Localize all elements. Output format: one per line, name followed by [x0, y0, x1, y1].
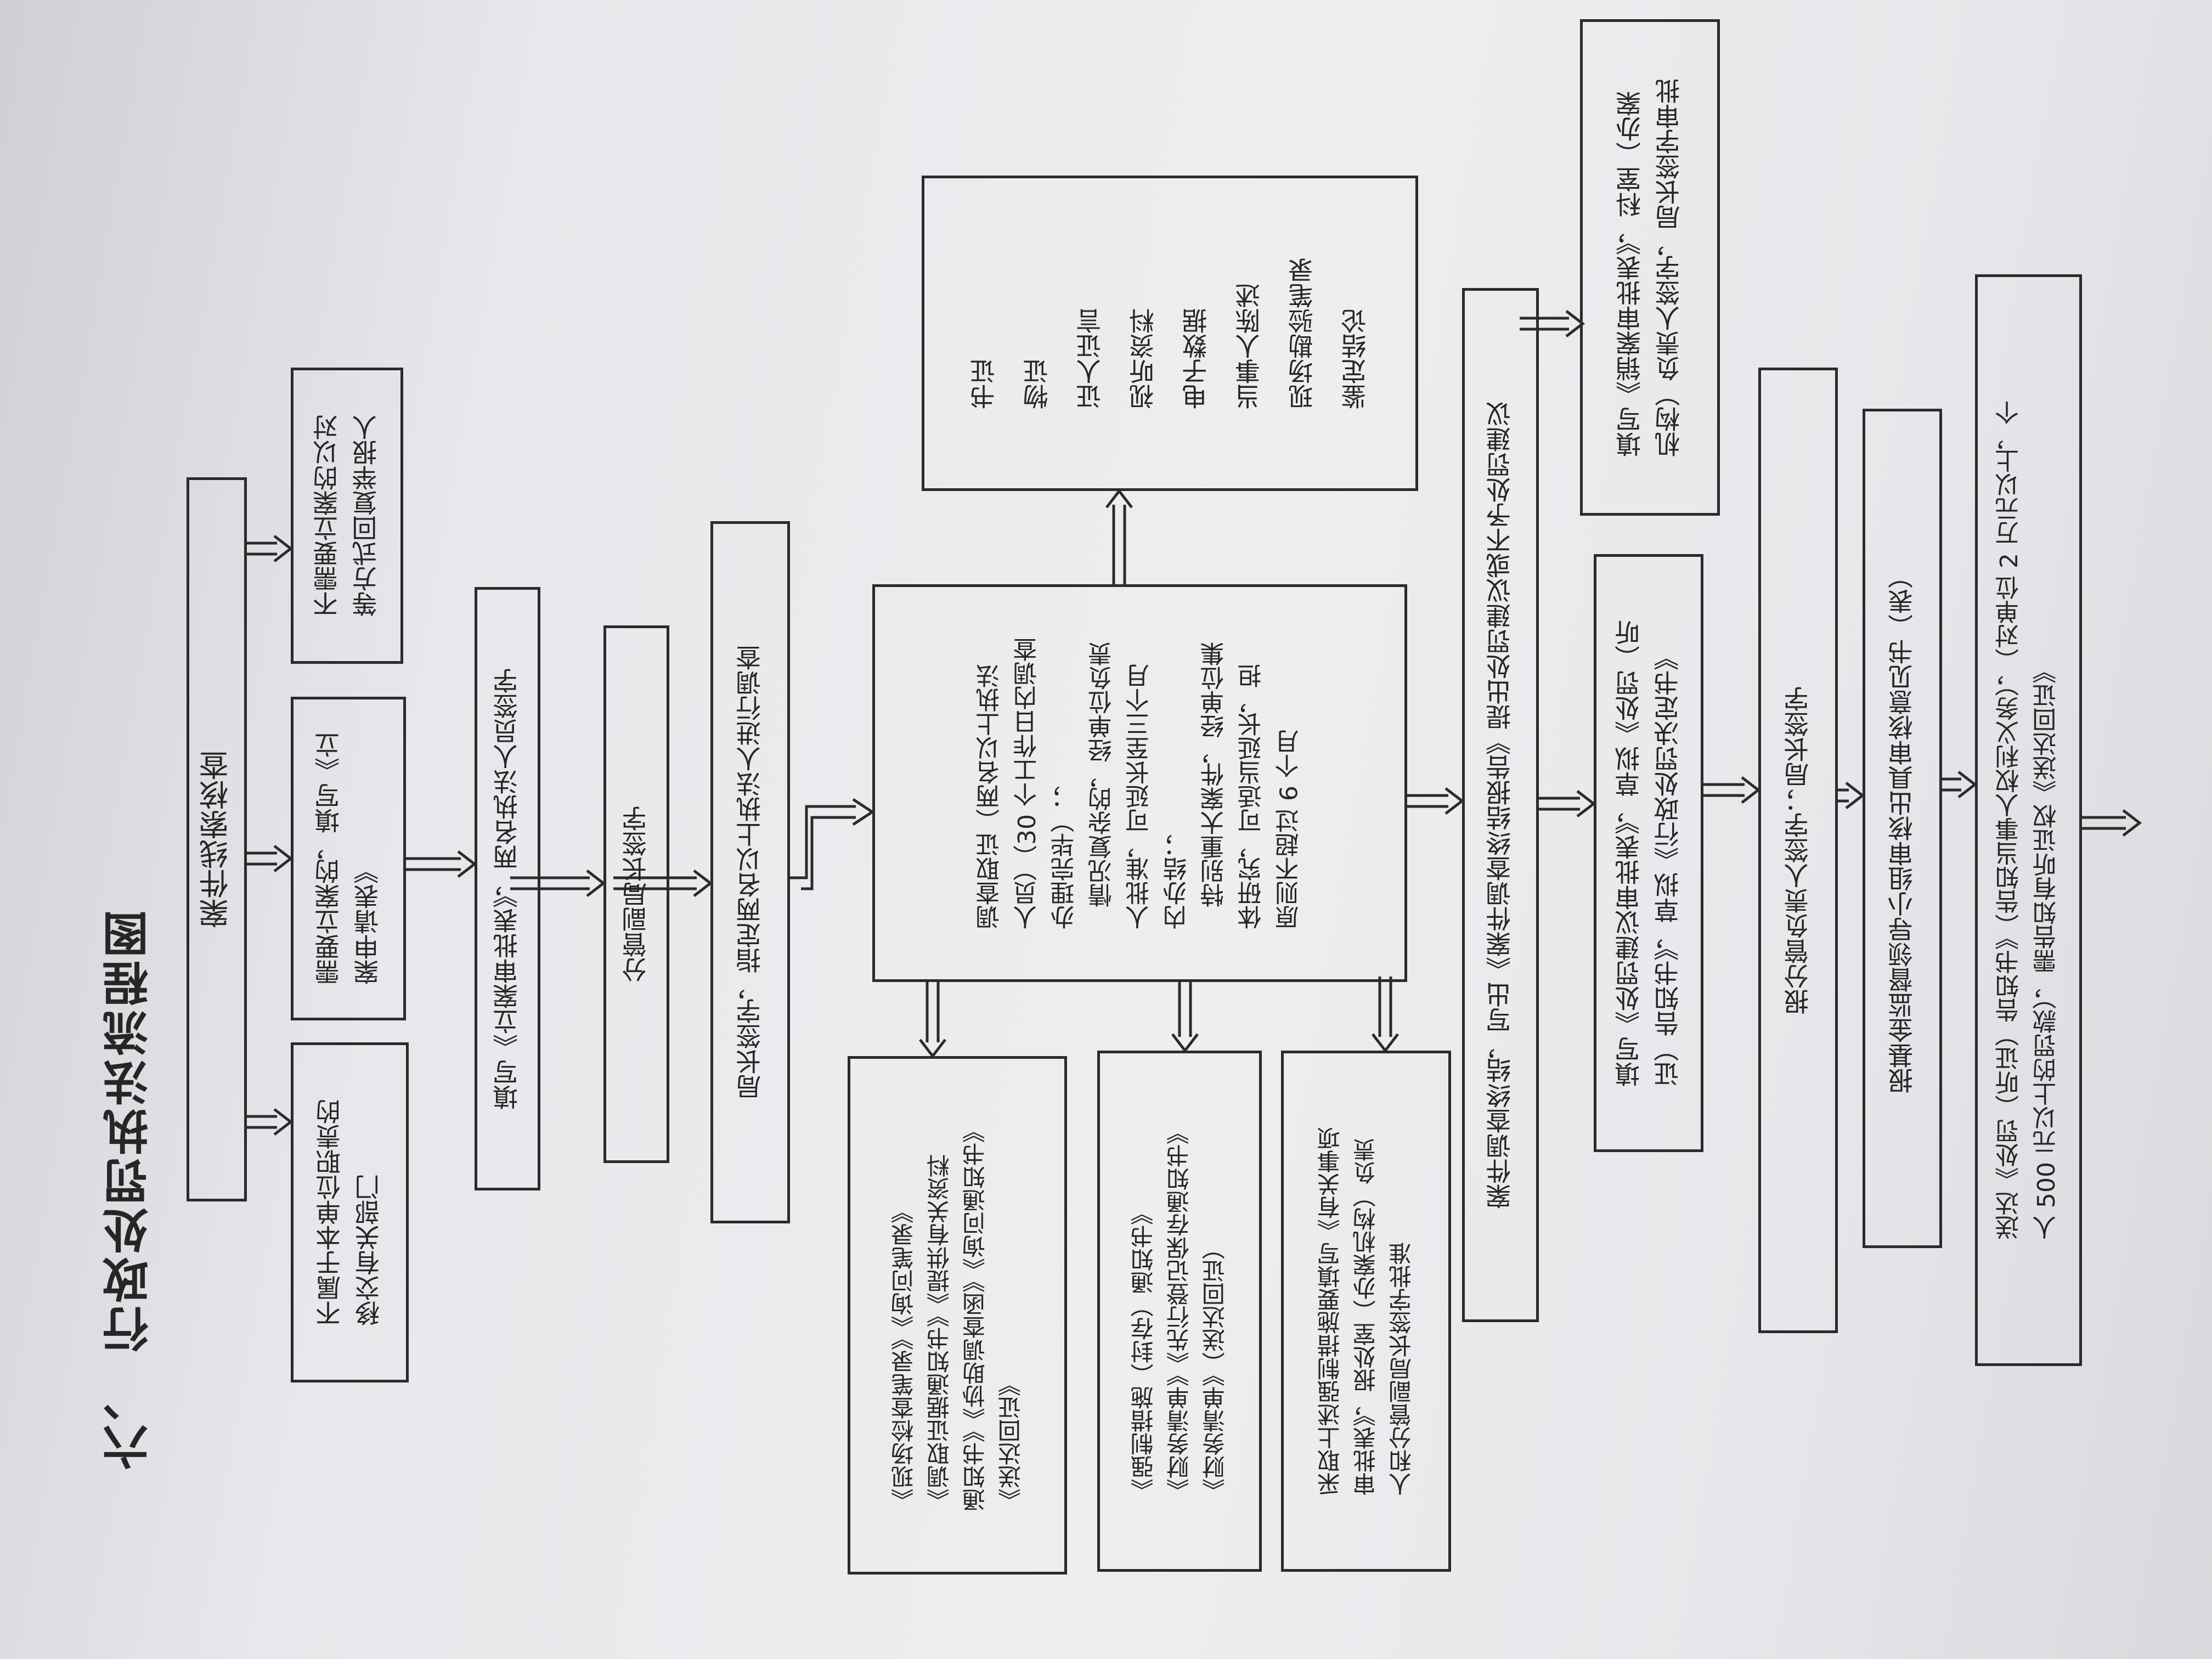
not-our-duty-line-2: 移交有关部门	[354, 1175, 384, 1326]
coercive-approval-box: 采取上述强制措施要填写《有关事项 审批表》，报处室（办案机构）负责 人和分管副局…	[1281, 1051, 1451, 1572]
evidence-electronic: 电子数据	[1181, 308, 1211, 409]
not-our-duty-box: 不属于本单位职责的 移交有关部门	[291, 1042, 409, 1383]
investigation-line-9: 原则不超过 6 个月	[1275, 729, 1304, 929]
no-penalty-text: 填写《销案审批表》，科室（办案 机构）负责人签字，局长签字审批	[1611, 78, 1689, 457]
investigation-line-8: 体研究，可适当延长，担	[1237, 663, 1266, 929]
coercive-approval-line-1: 采取上述强制措施要填写《有关事项	[1317, 1127, 1344, 1496]
director-assign-box: 局长签字，指定两名以上执法人进行调查	[710, 521, 790, 1223]
not-our-duty-text: 不属于本单位职责的 移交有关部门	[311, 1099, 389, 1326]
arrow-to-need-file	[246, 845, 294, 872]
arrow-to-docs-coercive	[1171, 982, 1199, 1053]
case-end-box: 案件调查终结，写出《案件调查终结报告》提出处罚建议或不予处罚建议	[1462, 288, 1539, 1322]
arrow-to-coercive-approval	[1372, 977, 1399, 1053]
docs-coercive-text: 《强制措施（封存）通知书》 《财务清单》《先行登记保存通知书》 《财务清单》（送…	[1126, 1121, 1233, 1502]
case-end-text: 案件调查终结，写出《案件调查终结报告》提出处罚建议或不予处罚建议	[1485, 401, 1515, 1209]
docs-inspection-line-1: 《现场检查笔录》《询问笔录》	[890, 1200, 917, 1511]
evidence-wuzheng: 物证	[1022, 358, 1052, 409]
investigation-line-5: 人批准，可延长至三个月	[1125, 663, 1154, 929]
arrow-to-not-our-duty	[246, 1108, 294, 1136]
evidence-shuzheng: 书证	[969, 358, 1000, 409]
fill-approval-text: 填写《立案审批表》，两名执法人员签字	[492, 668, 522, 1110]
no-penalty-box: 填写《销案审批表》，科室（办案 机构）负责人签字，局长签字审批	[1580, 19, 1720, 516]
arrow-to-delivery	[1942, 771, 1978, 798]
investigation-box: 调查取证（两名以上执法 人员）（30 个工作日内调查 办理完毕）； 情况复杂的，…	[872, 584, 1407, 982]
arrow-to-no-penalty	[1520, 310, 1585, 337]
evidence-types-text: 书证 物证 证人证言 视听资料 电子数据 当事人陈述 现场勘验笔录 鉴定结论	[958, 258, 1382, 409]
deputy-sign-text: 分管副局长签字	[621, 806, 651, 983]
investigation-line-7: 特别重大案件，经单位集	[1200, 641, 1228, 907]
need-file-text: 需要立案的，填写《立 案申请表》	[309, 732, 388, 985]
supervision-text: 报基金监督领导小组审核出具审核意见书（表）	[1887, 563, 1917, 1093]
arrow-to-supervision	[1838, 782, 1865, 809]
docs-inspection-line-3: 通知书》《协助调查函》《询问通知书》	[962, 1119, 989, 1511]
investigation-line-2: 人员）（30 个工作日内调查	[1013, 637, 1041, 929]
investigation-line-4: 情况复杂的，经单位负责	[1088, 641, 1116, 907]
docs-coercive-line-1: 《强制措施（封存）通知书》	[1130, 1201, 1158, 1502]
arrow-to-penalty-docs	[1539, 790, 1596, 817]
arrow-to-no-need-file	[246, 535, 294, 562]
case-clue-box: 案件线索核查	[187, 477, 247, 1201]
need-file-box: 需要立案的，填写《立 案申请表》	[291, 697, 406, 1020]
no-need-file-line-1: 不需要立案的以对	[312, 415, 342, 617]
fill-approval-box: 填写《立案审批表》，两名执法人员签字	[475, 587, 540, 1190]
arrow-to-evidence	[1105, 488, 1133, 584]
docs-coercive-line-2: 《财务清单》《先行登记保存通知书》	[1166, 1121, 1193, 1502]
evidence-party-statement: 当事人陈述	[1234, 283, 1265, 409]
docs-coercive-line-3: 《财务清单》（送达回证）	[1201, 1236, 1229, 1502]
arrow-final	[2082, 809, 2142, 837]
need-file-line-2: 案申请表》	[353, 859, 382, 985]
case-clue-text: 案件线索核查	[199, 751, 234, 928]
delivery-line-1: 送达《处罚（听证）告知书》（告知当事人权利义务），（对单位 2 万元以上，个	[1995, 400, 2024, 1240]
docs-inspection-line-4: 《送达回证》	[997, 1373, 1025, 1511]
arrow-to-investigation	[790, 798, 875, 890]
report-sign-box: 报分管负责人签字；局长签字	[1758, 368, 1838, 1333]
coercive-approval-line-3: 人和分管副局长签字批准	[1388, 1242, 1415, 1496]
not-our-duty-line-1: 不属于本单位职责的	[315, 1099, 345, 1326]
arrow-to-fill-approval	[403, 850, 477, 878]
coercive-approval-line-2: 审批表》，报处室（办案机构）负责	[1352, 1138, 1380, 1496]
no-need-file-text: 不需要立案的以对 等方式回复举报人	[308, 415, 386, 617]
delivery-line-2: 人 500 元以上的罚款），需告知有听证权《送达回证》	[2033, 659, 2061, 1240]
arrow-to-case-end	[1407, 787, 1465, 815]
docs-inspection-line-2: 《调取证据通知书》《提供有关资料	[926, 1154, 953, 1511]
penalty-docs-line-2: 证）告知书》，草拟《行政处罚决定书》	[1653, 645, 1683, 1087]
report-sign-text: 报分管负责人签字；局长签字	[1782, 686, 1813, 1014]
evidence-witness: 证人证言	[1075, 308, 1105, 409]
coercive-approval-text: 采取上述强制措施要填写《有关事项 审批表》，报处室（办案机构）负责 人和分管副局…	[1312, 1127, 1419, 1496]
penalty-docs-line-1: 填写《处罚建议审批表》，草拟《处罚（听	[1613, 619, 1644, 1087]
evidence-inspection-record: 现场勘验笔录	[1287, 257, 1317, 409]
evidence-audiovisual: 视听资料	[1128, 308, 1158, 409]
delivery-text: 送达《处罚（听证）告知书》（告知当事人权利义务），（对单位 2 万元以上，个 人…	[1991, 400, 2066, 1240]
arrow-to-report-sign	[1701, 776, 1761, 804]
need-file-line-1: 需要立案的，填写《立	[313, 732, 343, 985]
director-assign-text: 局长签字，指定两名以上执法人进行调查	[735, 645, 765, 1099]
arrow-to-docs-inspection	[919, 982, 946, 1059]
evidence-appraisal: 鉴定结论	[1340, 308, 1370, 409]
investigation-text: 调查取证（两名以上执法 人员）（30 个工作日内调查 办理完毕）； 情况复杂的，…	[972, 637, 1308, 929]
no-need-file-box: 不需要立案的以对 等方式回复举报人	[291, 368, 403, 664]
investigation-line-6: 内办结；	[1163, 832, 1191, 929]
no-penalty-line-1: 填写《销案审批表》，科室（办案	[1615, 91, 1645, 457]
penalty-docs-text: 填写《处罚建议审批表》，草拟《处罚（听 证）告知书》，草拟《行政处罚决定书》	[1610, 620, 1688, 1087]
evidence-types-box: 书证 物证 证人证言 视听资料 电子数据 当事人陈述 现场勘验笔录 鉴定结论	[922, 176, 1418, 491]
docs-inspection-box: 《现场检查笔录》《询问笔录》 《调取证据通知书》《提供有关资料 通知书》《协助调…	[848, 1056, 1067, 1575]
no-need-file-line-2: 等方式回复举报人	[351, 415, 381, 617]
deputy-sign-box: 分管副局长签字	[603, 625, 669, 1163]
no-penalty-line-2: 机构）负责人签字，局长签字审批	[1654, 78, 1684, 457]
investigation-line-3: 办理完毕）；	[1051, 784, 1079, 929]
investigation-line-1: 调查取证（两名以上执法	[975, 663, 1004, 929]
docs-coercive-box: 《强制措施（封存）通知书》 《财务清单》《先行登记保存通知书》 《财务清单》（送…	[1097, 1051, 1262, 1572]
supervision-box: 报基金监督领导小组审核出具审核意见书（表）	[1863, 409, 1942, 1248]
delivery-box: 送达《处罚（听证）告知书》（告知当事人权利义务），（对单位 2 万元以上，个 人…	[1975, 274, 2082, 1366]
docs-inspection-text: 《现场检查笔录》《询问笔录》 《调取证据通知书》《提供有关资料 通知书》《协助调…	[886, 1120, 1029, 1511]
penalty-docs-box: 填写《处罚建议审批表》，草拟《处罚（听 证）告知书》，草拟《行政处罚决定书》	[1594, 554, 1703, 1152]
